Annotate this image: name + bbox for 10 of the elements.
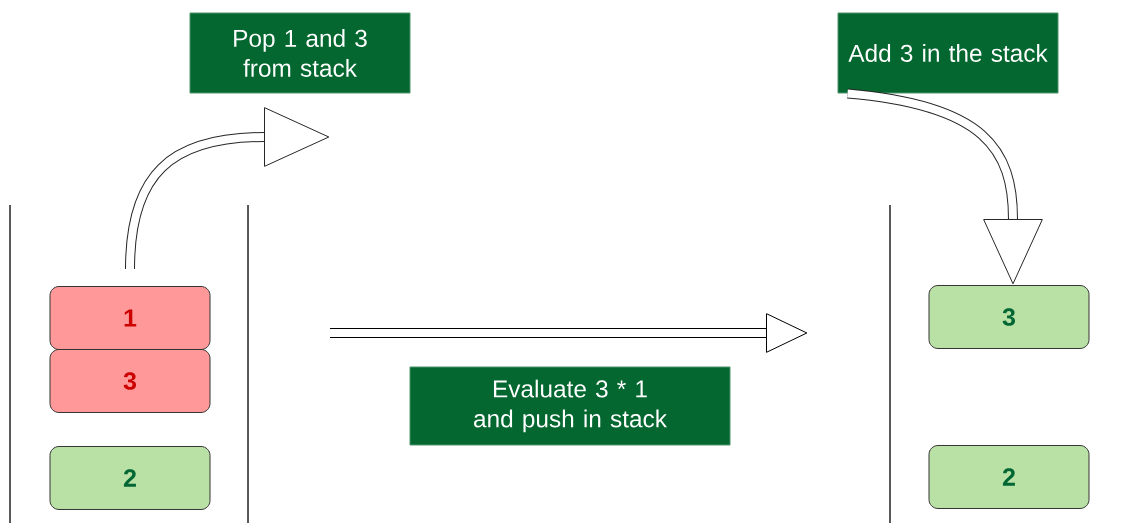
stack-element: 3	[49, 349, 211, 413]
stack-element: 2	[49, 446, 211, 510]
stack-element: 2	[928, 445, 1090, 509]
hollow-arrow	[125, 107, 330, 270]
note-box: Pop 1 and 3 from stack	[189, 12, 411, 94]
note-box: Add 3 in the stack	[837, 12, 1059, 94]
note-box: Evaluate 3 * 1 and push in stack	[409, 366, 731, 446]
stack-element: 1	[49, 286, 211, 350]
hollow-arrow	[846, 88, 1043, 285]
stack-element: 3	[928, 285, 1090, 349]
